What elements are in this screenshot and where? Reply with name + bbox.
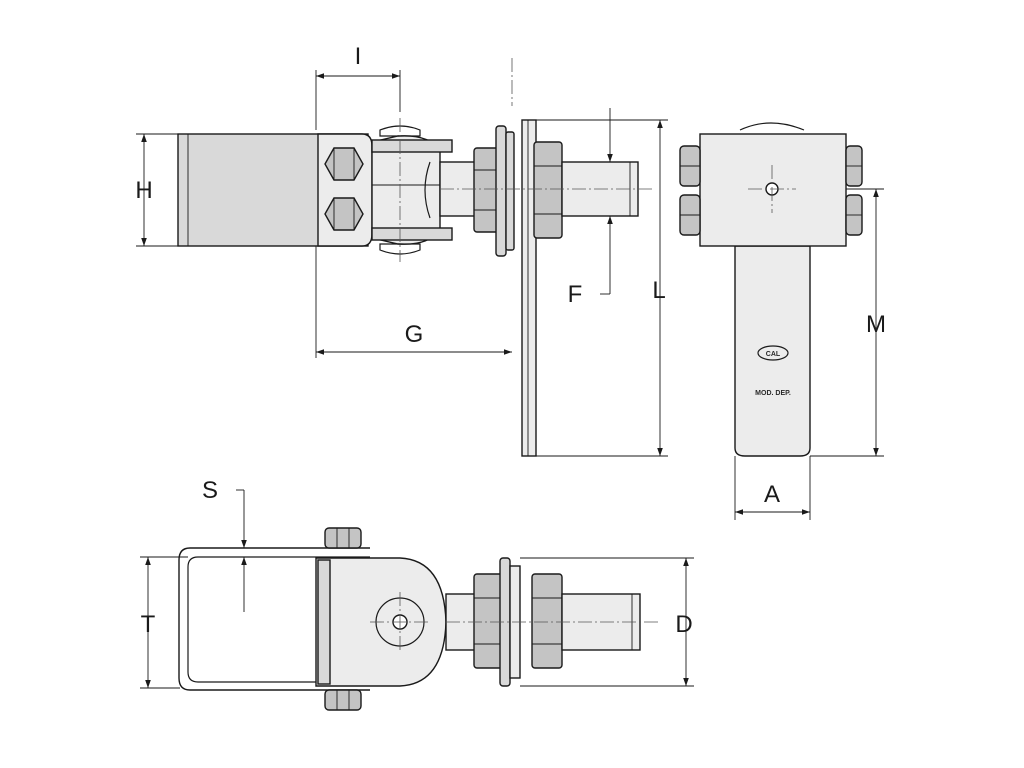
side-washer-inner [495,125,507,257]
dim-label-l: L [652,277,665,304]
plate-marking: MOD. DEP. [755,390,791,397]
side-washer-outer [505,131,515,251]
dim-label-a: A [764,481,780,508]
gate-plate [521,119,537,457]
front-strap-plate [734,245,811,457]
dimension-labels: I H G F L M A S T D [135,43,886,638]
top-view [178,527,660,711]
dim-label-i: I [355,43,362,70]
hex-bolt-lower [324,197,364,231]
top-bolt-head [324,527,362,549]
front-view: CAL MOD. DEP. [679,122,863,457]
dim-label-h: H [135,177,152,204]
dim-label-s: S [202,477,218,504]
hex-bolt-upper [324,147,364,181]
dimension-lines [136,70,884,689]
logo-text: CAL [766,351,781,358]
top-bolt-nut [324,689,362,711]
dim-label-d: D [675,611,692,638]
dim-label-f: F [568,281,583,308]
dim-label-t: T [141,611,156,638]
side-nut-outer [533,141,563,239]
dim-label-g: G [405,321,424,348]
side-view [177,58,652,457]
top-nut-outer [531,573,563,669]
dim-label-m: M [866,311,886,338]
logo-emblem [757,345,789,361]
